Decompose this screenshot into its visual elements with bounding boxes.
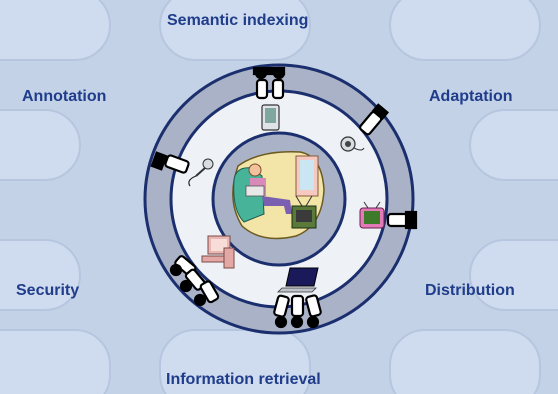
cable-connector-icon xyxy=(150,151,190,174)
cable-connector-icon xyxy=(386,210,418,230)
label-adaptation: Adaptation xyxy=(429,88,513,105)
desktop-pc-device-icon xyxy=(201,235,235,269)
webcam-device-icon xyxy=(340,136,365,152)
tv-device-icon xyxy=(359,201,385,229)
label-annotation: Annotation xyxy=(22,88,107,105)
cable-connector-icon xyxy=(169,255,220,307)
person-watching-tv-icon xyxy=(232,151,325,240)
cable-connector-icon xyxy=(359,103,390,136)
label-security: Security xyxy=(16,282,80,299)
cable-connector-icon xyxy=(252,66,286,100)
label-information-retrieval: Information retrieval xyxy=(166,371,321,388)
cable-connector-icon xyxy=(273,294,322,329)
pda-device-icon xyxy=(261,104,280,131)
microphone-device-icon xyxy=(188,158,214,187)
label-distribution: Distribution xyxy=(425,282,515,299)
laptop-device-icon xyxy=(277,267,319,293)
label-semantic-indexing: Semantic indexing xyxy=(167,12,309,29)
